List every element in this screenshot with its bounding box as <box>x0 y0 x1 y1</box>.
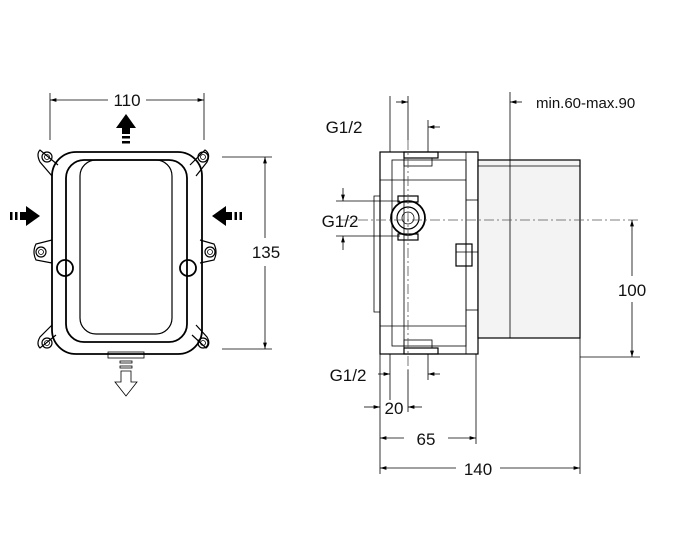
dimension-65: 65 <box>380 354 477 449</box>
dim-20-label: 20 <box>385 399 404 418</box>
dimension-height-135: 135 <box>222 156 280 350</box>
dimension-width-110: 110 <box>49 91 205 140</box>
dimension-140: 140 <box>380 338 581 479</box>
dimension-g12-bottom: G1/2 <box>330 354 440 400</box>
dimension-20: 20 <box>364 354 422 474</box>
dimension-g12-mid: G1/2 <box>322 188 400 250</box>
width-label: 110 <box>113 91 140 110</box>
side-tab-left <box>33 239 53 264</box>
dimension-g12-top: G1/2 <box>326 96 440 152</box>
front-view: 110 135 <box>10 91 280 397</box>
height-100-label: 100 <box>618 281 646 300</box>
dim-140-label: 140 <box>464 460 492 479</box>
fixing-hole-left <box>56 259 74 277</box>
housing-inner-wall <box>391 159 467 347</box>
arrow-up-icon <box>116 114 136 144</box>
trim-extension <box>477 159 581 339</box>
mounting-ear-top-right <box>189 149 210 177</box>
box-outer-frame <box>51 151 203 355</box>
bottom-outlet-stub <box>107 351 145 359</box>
g12-bottom-label: G1/2 <box>330 366 367 385</box>
fixing-hole-right <box>179 259 197 277</box>
height-label: 135 <box>252 243 280 262</box>
arrow-left-icon <box>212 206 242 226</box>
dim-65-label: 65 <box>417 430 436 449</box>
housing-body <box>379 151 479 355</box>
arrow-right-icon <box>10 206 40 226</box>
box-inner-opening <box>79 159 173 335</box>
side-tab-right <box>199 239 217 264</box>
arrow-down-outline-icon <box>114 360 138 397</box>
depth-range-label: min.60-max.90 <box>536 95 635 112</box>
g12-mid-label: G1/2 <box>322 212 359 231</box>
g12-top-label: G1/2 <box>326 118 363 137</box>
mounting-ear-bottom-left <box>37 324 57 349</box>
box-inner-frame <box>65 159 188 343</box>
side-view: G1/2 G1/2 G1/2 min.60-max.90 <box>322 92 646 479</box>
dimension-height-100: 100 <box>580 220 646 358</box>
dimension-depth-range: min.60-max.90 <box>509 92 635 160</box>
mounting-ear-top-left <box>37 149 59 177</box>
